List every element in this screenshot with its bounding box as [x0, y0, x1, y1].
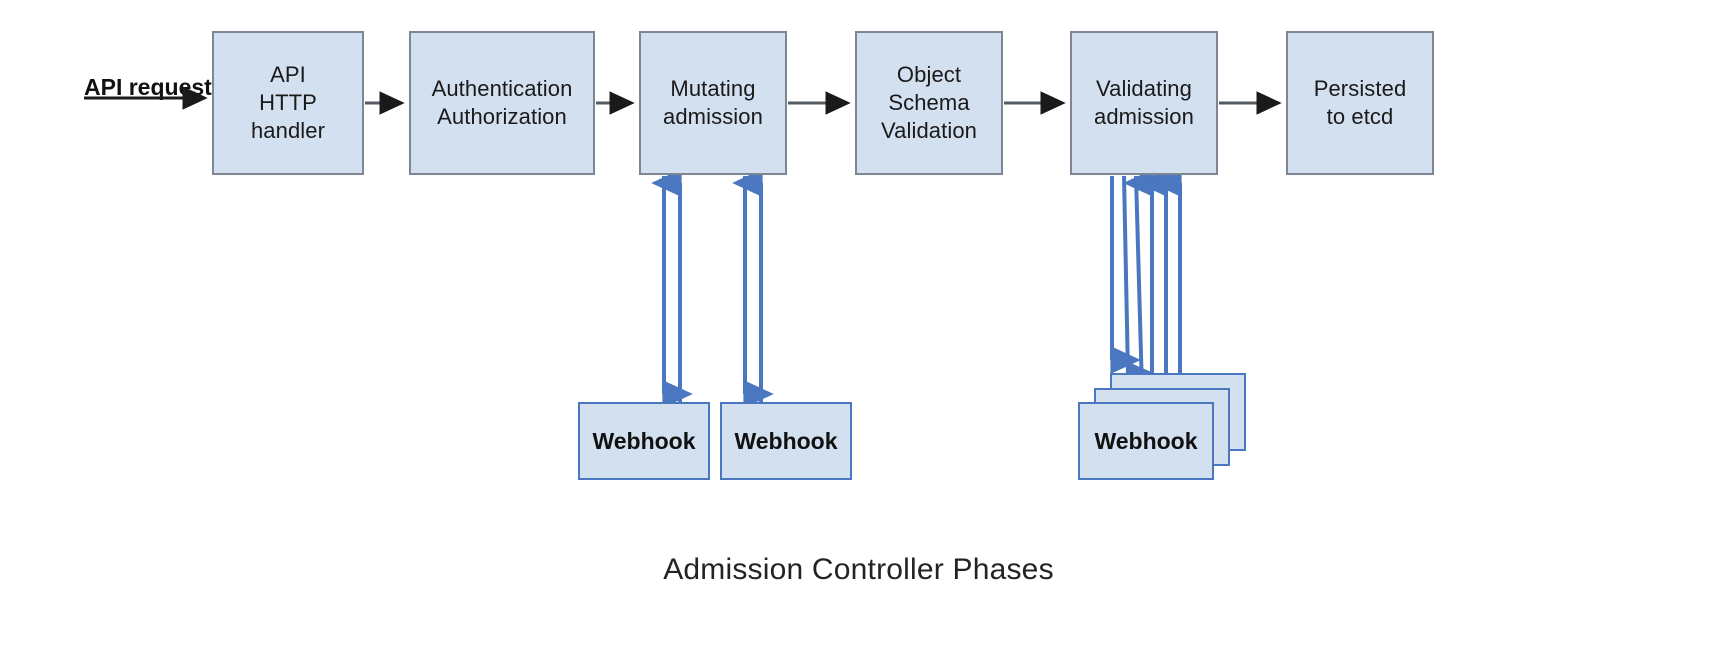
- webhook-label: Webhook: [592, 427, 696, 454]
- phase-box-mutating-admission[interactable]: Mutating admission: [639, 31, 787, 175]
- phase-box-persisted-to-etcd[interactable]: Persisted to etcd: [1286, 31, 1434, 175]
- phase-label: Object Schema Validation: [881, 61, 977, 144]
- phase-label: API HTTP handler: [250, 61, 326, 144]
- phase-box-object-schema-validation[interactable]: Object Schema Validation: [855, 31, 1003, 175]
- phase-label: Mutating admission: [663, 75, 763, 129]
- webhook-label: Webhook: [1094, 427, 1198, 454]
- diagram-caption: Admission Controller Phases: [663, 553, 1054, 586]
- phase-box-authentication[interactable]: Authentication Authorization: [409, 31, 595, 175]
- webhook-box-validating-1[interactable]: Webhook: [1078, 402, 1214, 480]
- phase-label: Validating admission: [1094, 75, 1194, 129]
- mutating-webhook-wires: [651, 169, 774, 408]
- phase-label: Authentication Authorization: [431, 75, 573, 129]
- webhook-box-mutating-2[interactable]: Webhook: [720, 402, 852, 480]
- webhook-label: Webhook: [734, 427, 838, 454]
- webhook-box-mutating-1[interactable]: Webhook: [578, 402, 710, 480]
- phase-box-api-http-handler[interactable]: API HTTP handler: [212, 31, 364, 175]
- phase-label: Persisted to etcd: [1313, 75, 1407, 129]
- api-request-label: API request: [84, 74, 212, 100]
- phase-box-validating-admission[interactable]: Validating admission: [1070, 31, 1218, 175]
- validating-webhook-wires: [1110, 169, 1182, 405]
